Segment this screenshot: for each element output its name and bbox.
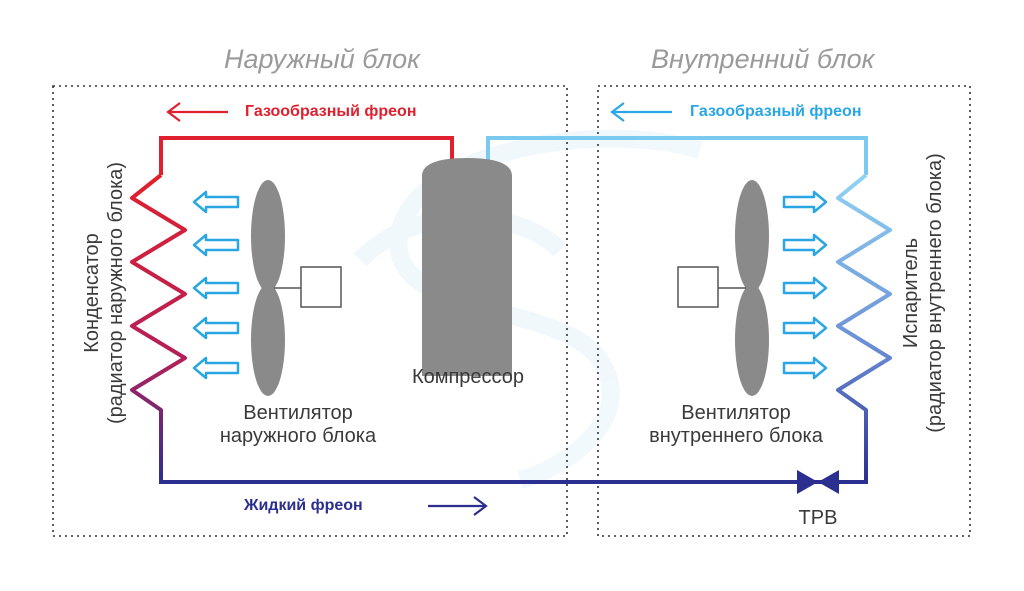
air-arrow-left-icon [192,276,240,300]
indoor-fan-label-line2: внутреннего блока [649,425,823,447]
air-arrow-left-icon [192,190,240,214]
hot-gas-flow-arrow-icon [166,102,228,122]
air-arrow-right-icon [782,316,828,340]
indoor-block-title: Внутренний блок [651,44,875,74]
condenser-label-line2: (радиатор наружного блока) [105,161,127,425]
liquid-flow-arrow-icon [428,496,488,516]
indoor-fan-label-line1: Вентилятор [681,402,791,424]
air-arrow-left-icon [192,316,240,340]
expansion-valve-icon [797,470,839,494]
hot-gas-pipe [159,136,454,175]
compressor-icon [422,158,512,376]
indoor-fan-icon [677,180,769,396]
outdoor-air-arrows [192,190,240,380]
air-arrow-left-icon [192,233,240,257]
condenser-coil [130,173,187,482]
liquid-label: Жидкий фреон [244,497,363,514]
outdoor-fan-label-line2: наружного блока [219,425,377,447]
indoor-fan-label: Вентилятор внутреннего блока [636,402,836,448]
evaporator-label-line1: Испаритель [900,237,922,349]
indoor-gas-label: Газообразный фреон [690,103,862,120]
evaporator-label: Испаритель (радиатор внутреннего блока) [899,143,951,443]
evaporator-label-line2: (радиатор внутреннего блока) [924,153,946,433]
air-arrow-right-icon [782,233,828,257]
cold-gas-flow-arrow-icon [610,102,672,122]
outdoor-fan-label: Вентилятор наружного блока [198,402,398,448]
condenser-label-line1: Конденсатор [81,233,103,353]
air-arrow-right-icon [782,356,828,380]
air-arrow-right-icon [782,190,828,214]
air-arrow-right-icon [782,276,828,300]
cold-gas-pipe [486,136,868,175]
outdoor-fan-icon [251,180,342,396]
air-arrow-left-icon [192,356,240,380]
evaporator-coil [836,173,892,482]
outdoor-block-title: Наружный блок [224,44,420,74]
outdoor-gas-label: Газообразный фреон [245,103,417,120]
indoor-block-border [597,85,971,537]
valve-label: ТРВ [798,507,838,529]
outdoor-block-border [52,85,568,537]
outdoor-fan-label-line1: Вентилятор [243,402,353,424]
condenser-label: Конденсатор (радиатор наружного блока) [80,143,132,443]
compressor-label: Компрессор [411,366,525,388]
indoor-air-arrows [782,190,828,380]
